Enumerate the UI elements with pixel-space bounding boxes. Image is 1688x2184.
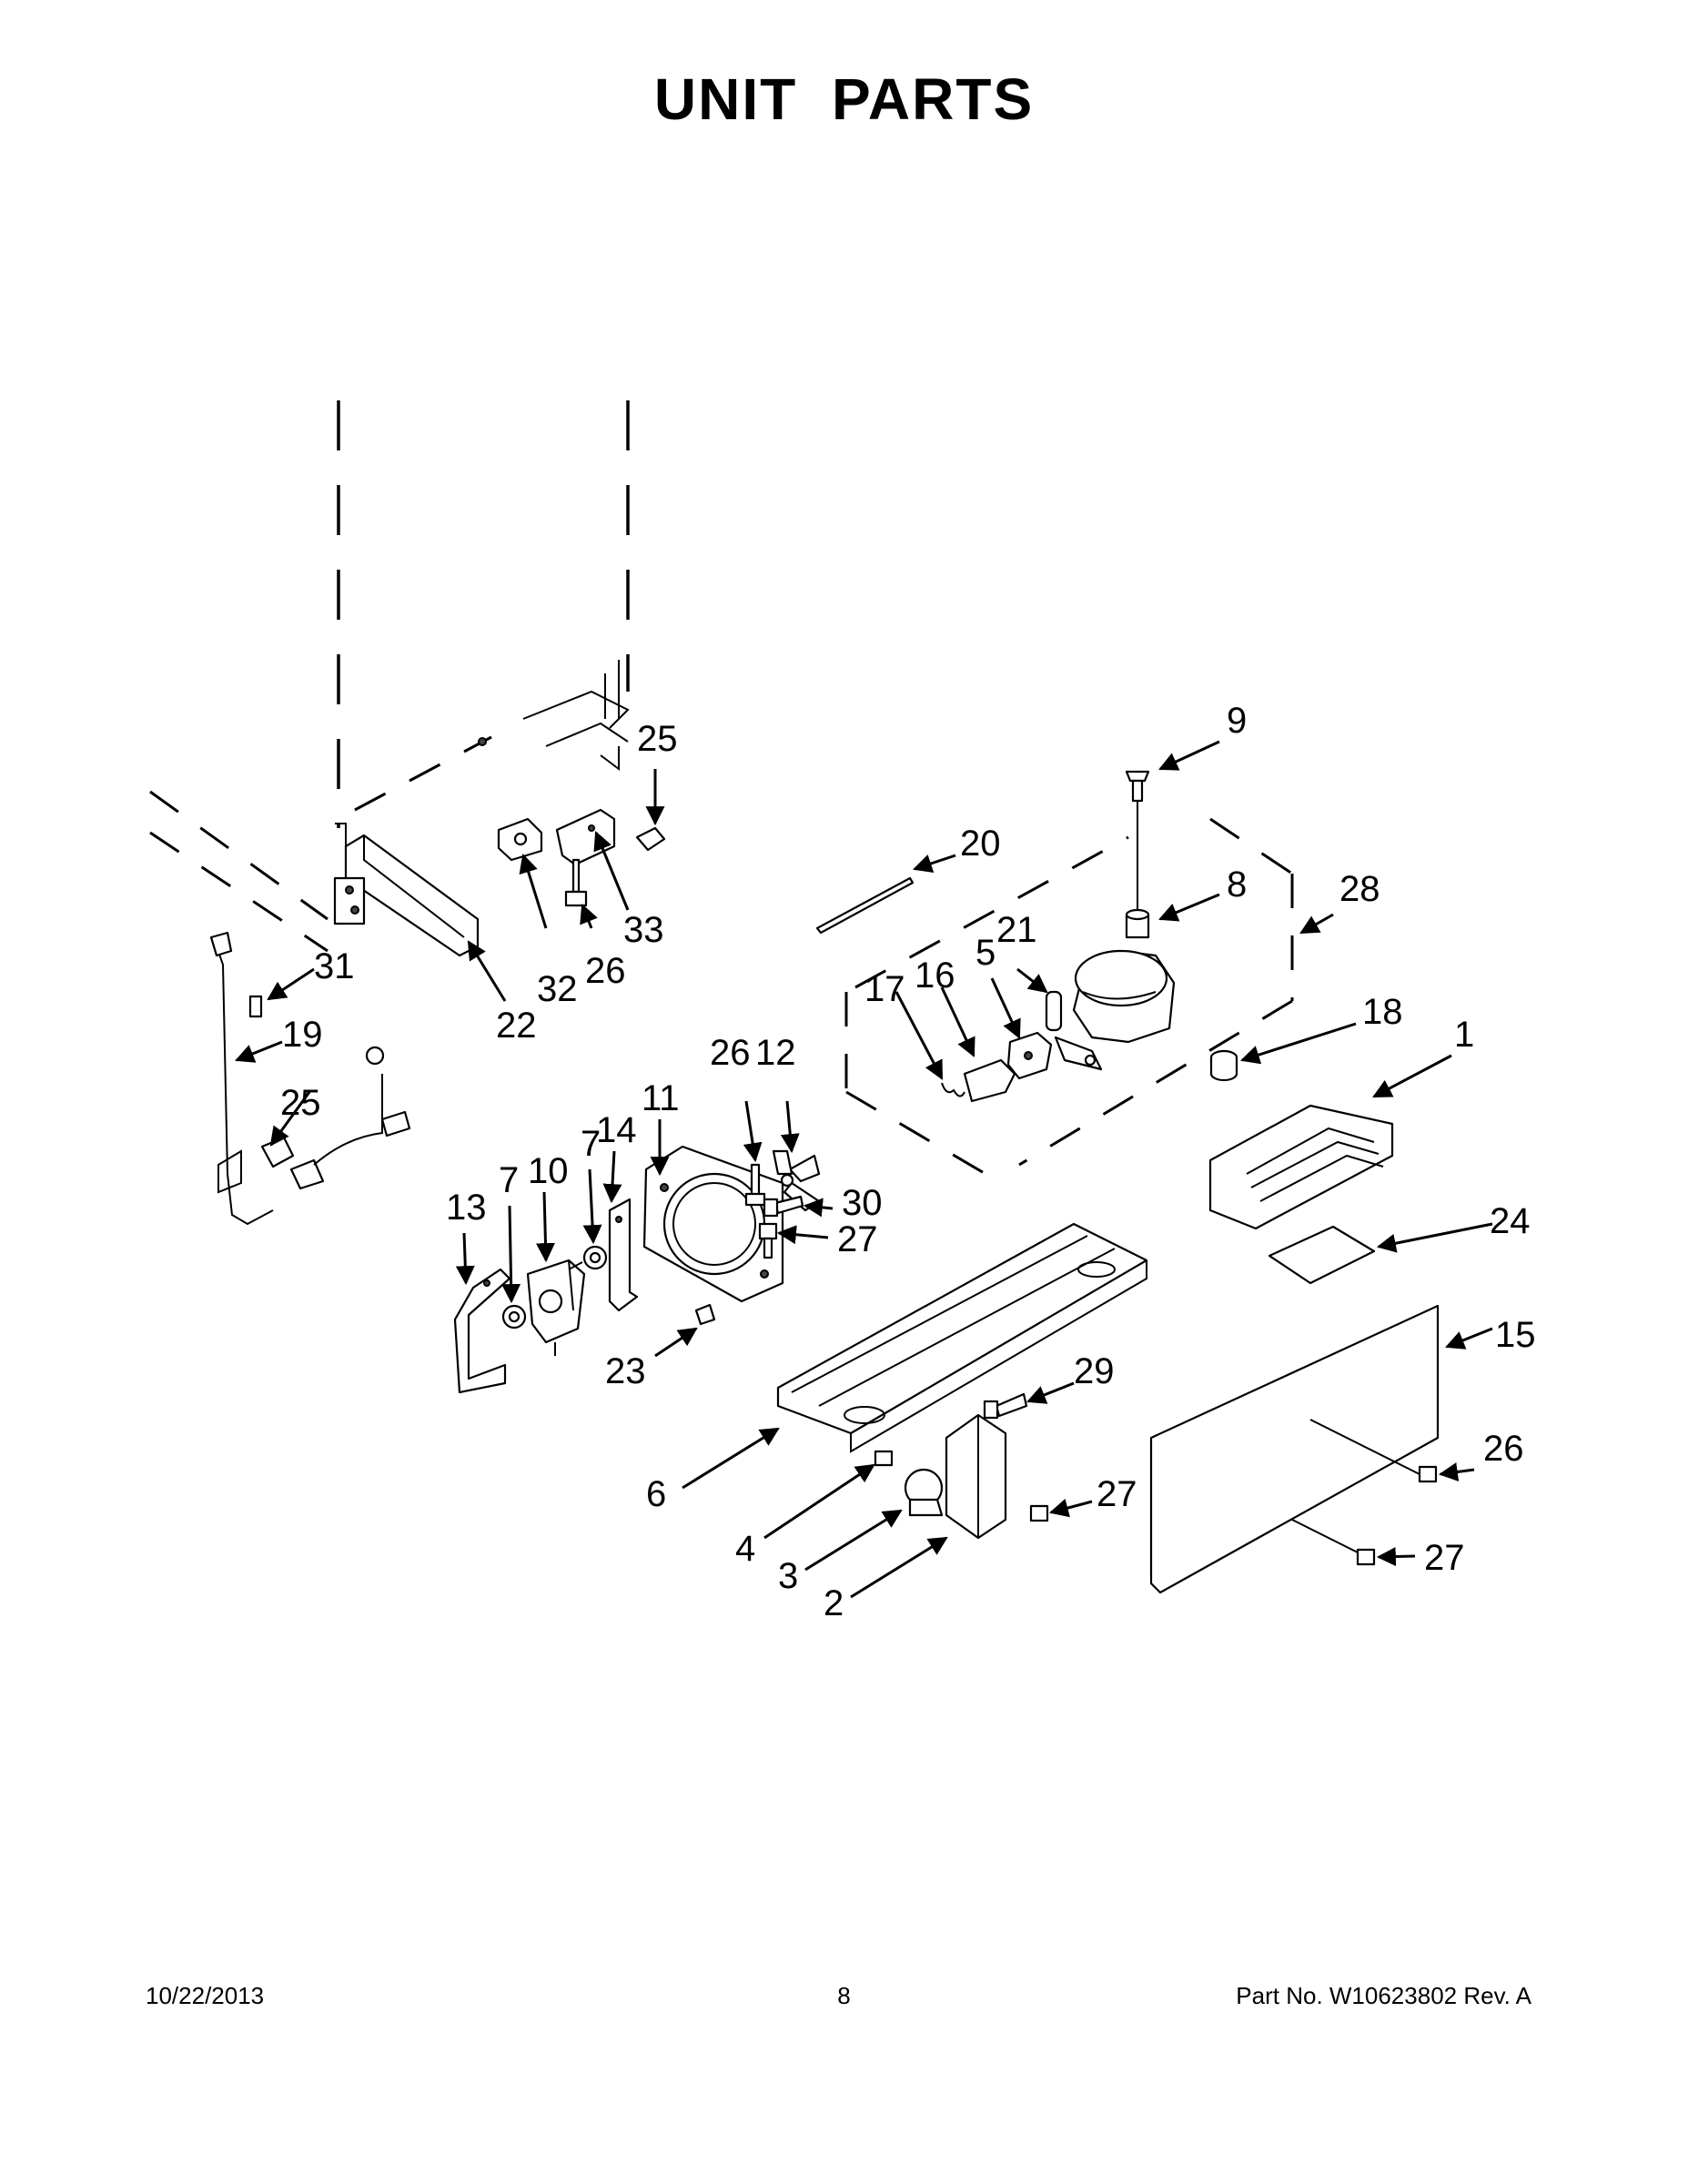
capacitor-part-21 <box>1045 990 1063 1032</box>
callout-7-right: 7 <box>581 1124 601 1164</box>
clip-part-23 <box>694 1303 716 1326</box>
callout-31: 31 <box>314 946 355 986</box>
callout-13: 13 <box>446 1188 487 1228</box>
bracket-part-14 <box>608 1198 639 1312</box>
callout-22: 22 <box>496 1006 537 1046</box>
callout-20: 20 <box>960 824 1001 864</box>
footer-part-number: Part No. W10623802 Rev. A <box>1236 1982 1531 2009</box>
callout-19: 19 <box>282 1015 323 1055</box>
footer-date: 10/22/2013 <box>146 1982 265 2009</box>
grommet-part-8 <box>1125 908 1150 939</box>
callout-11: 11 <box>642 1078 680 1118</box>
rail-bracket-part-22 <box>333 823 480 957</box>
callout-27-panel: 27 <box>1424 1538 1465 1578</box>
power-cord-part-19 <box>209 931 274 1226</box>
screw-part-27-panel <box>1356 1548 1376 1566</box>
callout-26-panel: 26 <box>1483 1429 1524 1469</box>
callout-2: 2 <box>824 1583 844 1623</box>
callout-29: 29 <box>1074 1351 1115 1391</box>
leader-arrows <box>235 740 1493 1599</box>
callout-3: 3 <box>778 1556 798 1596</box>
screw-part-29 <box>983 1392 1028 1420</box>
callout-7-left: 7 <box>499 1160 519 1200</box>
screw-part-30 <box>763 1195 804 1218</box>
callout-26-upper: 26 <box>585 951 626 991</box>
callout-33: 33 <box>623 910 664 950</box>
back-panel-part-15 <box>1149 1304 1440 1594</box>
bracket-part-33 <box>555 808 666 866</box>
callout-32: 32 <box>537 969 578 1009</box>
callout-numbers: 1 2 3 4 5 6 7 7 8 9 10 11 12 13 14 15 16… <box>280 701 1536 1623</box>
callout-12: 12 <box>755 1033 796 1073</box>
callout-25-upper: 25 <box>637 719 678 759</box>
screw-part-26-fan <box>744 1163 766 1207</box>
callout-21: 21 <box>996 910 1037 950</box>
callout-14: 14 <box>596 1110 637 1150</box>
fan-shroud-part-11 <box>642 1145 784 1303</box>
callout-4: 4 <box>735 1529 755 1569</box>
callout-1: 1 <box>1454 1015 1474 1055</box>
callout-6: 6 <box>646 1474 666 1514</box>
callout-23: 23 <box>605 1351 646 1391</box>
callout-17: 17 <box>864 969 905 1009</box>
callout-18: 18 <box>1362 992 1403 1032</box>
knob-part-3 <box>904 1468 944 1517</box>
bolt-part-9 <box>1125 770 1150 910</box>
callout-8: 8 <box>1227 864 1247 905</box>
bracket-part-2 <box>945 1413 1007 1540</box>
bracket-part-13 <box>453 1268 511 1394</box>
drain-pan-part-1 <box>1208 1104 1394 1230</box>
compressor-part-28 <box>1054 949 1176 1071</box>
screw-part-26-panel <box>1418 1465 1438 1483</box>
grommet-part-7-right <box>568 1245 608 1270</box>
callout-27-bracket: 27 <box>1097 1474 1137 1514</box>
callout-16: 16 <box>915 956 955 996</box>
overload-cover-part-16 <box>963 1058 1016 1103</box>
screw-part-27-bracket <box>1029 1504 1049 1522</box>
wire-clip-part-17 <box>941 1082 965 1097</box>
screw-part-27-fan <box>758 1222 778 1259</box>
pad-part-24 <box>1268 1225 1376 1285</box>
footer-page-number: 8 <box>837 1982 851 2009</box>
callout-25-lower: 25 <box>280 1083 321 1123</box>
callout-15: 15 <box>1495 1315 1536 1355</box>
start-relay-part-5 <box>1006 1031 1053 1080</box>
callout-10: 10 <box>528 1151 569 1191</box>
screw-part-4 <box>874 1450 894 1467</box>
callout-30: 30 <box>842 1183 883 1223</box>
page-title: UNIT PARTS <box>653 66 1035 132</box>
callout-5: 5 <box>975 933 996 973</box>
callout-9: 9 <box>1227 701 1247 741</box>
fan-motor-part-10 <box>526 1259 586 1356</box>
grommet-part-18 <box>1209 1049 1238 1082</box>
callout-27-fan: 27 <box>837 1219 878 1259</box>
callout-24: 24 <box>1490 1201 1531 1241</box>
callout-26-fan: 26 <box>710 1033 751 1073</box>
relay-part-32 <box>497 817 543 862</box>
dashed-guides <box>149 400 1294 1185</box>
callout-28: 28 <box>1339 869 1380 909</box>
base-plate-part-6 <box>776 1222 1148 1453</box>
grommet-part-7-left <box>501 1304 527 1330</box>
screw-part-26-upper <box>564 858 588 907</box>
upper-bracket-part <box>478 660 630 771</box>
tube-part-20 <box>815 876 915 935</box>
